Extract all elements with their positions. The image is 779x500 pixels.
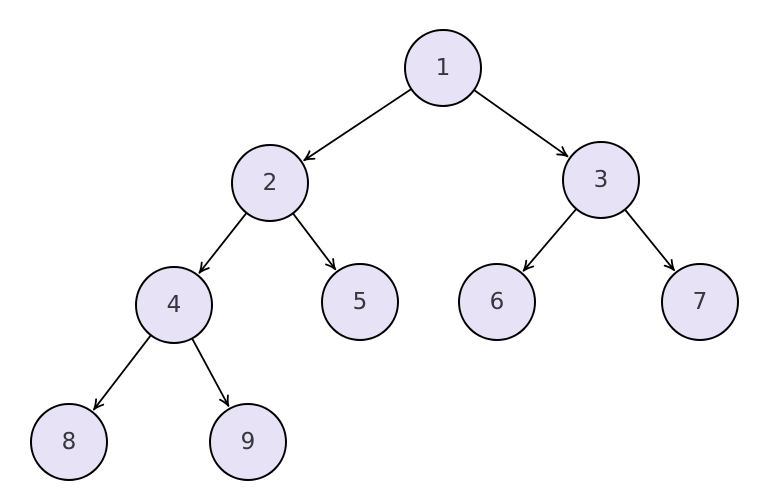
edge-3-to-6 bbox=[522, 208, 577, 272]
edge-1-to-3 bbox=[473, 89, 569, 158]
tree-node-7: 7 bbox=[661, 263, 739, 341]
node-circle-7 bbox=[661, 263, 739, 341]
tree-node-8: 8 bbox=[30, 403, 108, 481]
tree-node-3: 3 bbox=[562, 141, 640, 219]
tree-node-4: 4 bbox=[135, 266, 213, 344]
edge-4-to-9 bbox=[191, 337, 230, 407]
node-circle-3 bbox=[562, 141, 640, 219]
nodes-layer: 1 2 3 4 5 6 7 8 9 bbox=[30, 29, 739, 481]
node-label-4: 4 bbox=[167, 292, 182, 318]
node-label-6: 6 bbox=[490, 289, 505, 315]
node-label-1: 1 bbox=[436, 55, 451, 81]
node-circle-9 bbox=[209, 403, 287, 481]
node-circle-1 bbox=[404, 29, 482, 107]
node-circle-8 bbox=[30, 403, 108, 481]
edge-2-to-4 bbox=[198, 212, 248, 274]
tree-node-9: 9 bbox=[209, 403, 287, 481]
node-label-2: 2 bbox=[263, 170, 278, 196]
tree-node-5: 5 bbox=[321, 263, 399, 341]
tree-node-6: 6 bbox=[458, 263, 536, 341]
node-circle-6 bbox=[458, 263, 536, 341]
edge-2-to-5 bbox=[292, 212, 337, 271]
edges-layer bbox=[92, 88, 676, 411]
node-label-5: 5 bbox=[353, 289, 368, 315]
edge-1-to-2 bbox=[303, 88, 412, 162]
node-circle-4 bbox=[135, 266, 213, 344]
node-label-3: 3 bbox=[594, 167, 609, 193]
node-label-8: 8 bbox=[62, 429, 77, 455]
tree-node-2: 2 bbox=[231, 144, 309, 222]
tree-node-1: 1 bbox=[404, 29, 482, 107]
edge-3-to-7 bbox=[624, 208, 676, 272]
edge-4-to-8 bbox=[92, 334, 152, 411]
node-label-9: 9 bbox=[241, 429, 256, 455]
node-circle-2 bbox=[231, 144, 309, 222]
node-circle-5 bbox=[321, 263, 399, 341]
node-label-7: 7 bbox=[693, 289, 708, 315]
